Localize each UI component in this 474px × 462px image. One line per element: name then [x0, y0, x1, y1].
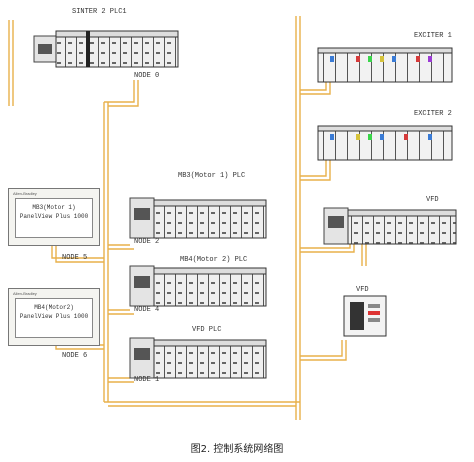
node0-label: NODE 0 — [134, 72, 160, 80]
node4-label: NODE 4 — [134, 306, 160, 314]
panel-screen — [15, 198, 93, 238]
network-cables — [8, 16, 367, 420]
figure-caption: 图2. 控制系统网络图 — [190, 444, 284, 455]
vfd-right-rack — [323, 207, 457, 245]
panelview-mb3: Allen-Bradley MB3(Motor 1) PanelView Plu… — [8, 188, 100, 246]
exciter1-label: EXCITER 1 — [414, 32, 452, 40]
exciter-2-rack — [317, 125, 453, 161]
exciter-1-rack — [317, 47, 453, 83]
vfd-box-label: VFD — [356, 286, 369, 294]
mb3-plc-rack — [129, 197, 267, 239]
panel-brand: Allen-Bradley — [13, 291, 37, 296]
sinter-plc-rack — [33, 30, 179, 68]
panel-screen — [15, 298, 93, 338]
mb4-plc-rack — [129, 265, 267, 307]
node5-label: NODE 5 — [62, 254, 88, 262]
mb4-plc-label: MB4(Motor 2) PLC — [180, 256, 248, 264]
panel-brand: Allen-Bradley — [13, 191, 37, 196]
vfd-right-label: VFD — [426, 196, 439, 204]
vfd-plc-label: VFD PLC — [192, 326, 222, 334]
vfd-drive-box — [343, 295, 387, 337]
panel-text: MB4(Motor2) PanelView Plus 1000 — [19, 304, 89, 320]
vfd-plc-rack — [129, 337, 267, 379]
exciter2-label: EXCITER 2 — [414, 110, 452, 118]
mb3-plc-label: MB3(Motor 1) PLC — [178, 172, 246, 180]
sinter-plc-label: SINTER 2 PLC1 — [72, 8, 127, 16]
node2-label: NODE 2 — [134, 238, 160, 246]
panel-text: MB3(Motor 1) PanelView Plus 1000 — [19, 204, 89, 220]
node6-label: NODE 6 — [62, 352, 88, 360]
panelview-mb4: Allen-Bradley MB4(Motor2) PanelView Plus… — [8, 288, 100, 346]
node1-label: NODE 1 — [134, 376, 160, 384]
